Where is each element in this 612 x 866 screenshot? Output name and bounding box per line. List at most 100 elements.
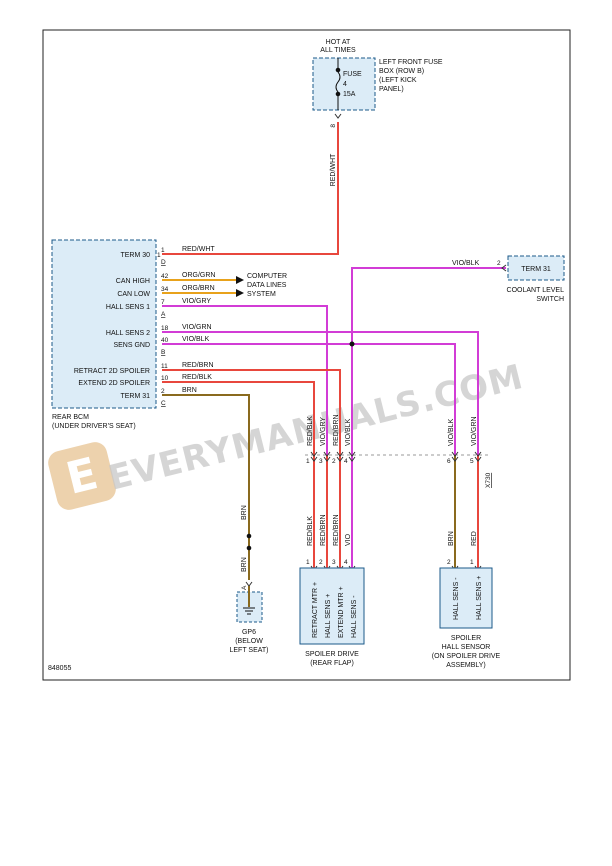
bcm-pin-labels: TERM 30 CAN HIGH CAN LOW HALL SENS 1 HAL…: [74, 252, 151, 400]
wire-label-org-grn: ORG/GRN: [182, 272, 215, 279]
drive-upper-wire-3: RED/BRN: [333, 414, 340, 446]
fuse-box-line4: PANEL): [379, 86, 404, 93]
drive-lower-wire-4: VIO: [345, 533, 352, 546]
wire-label-brn: BRN: [182, 387, 197, 394]
spoiler-drive-name-line2: (REAR FLAP): [310, 660, 354, 667]
inline-pin-1: 1: [306, 458, 310, 465]
power-pin: 8: [330, 124, 337, 128]
fuse-symbol: [335, 58, 341, 110]
ground-name-line1: GP6: [242, 629, 256, 636]
hall-terminal-labels: HALL SENS - HALL SENS +: [453, 576, 483, 620]
wire-label-red-wht: RED/WHT: [182, 246, 215, 253]
bcm-pin-hall-sens1: HALL SENS 1: [106, 304, 150, 311]
bcm-pin-extend: EXTEND 2D SPOILER: [78, 380, 150, 387]
splice-dot: [349, 341, 355, 347]
drive-pin-1: 1: [306, 559, 310, 566]
ground-dot-lower: [246, 545, 252, 551]
fuse-box: [312, 57, 376, 111]
ground-symbol: [243, 607, 255, 615]
computer-lines-line2: DATA LINES: [247, 282, 287, 289]
sensor-upper-wire-2: VIO/GRN: [471, 416, 478, 446]
ground-wire-upper: BRN: [241, 505, 248, 520]
drive-terminal-labels: RETRACT MTR + HALL SENS + EXTEND MTR + H…: [312, 582, 358, 638]
wire-label-org-brn: ORG/BRN: [182, 285, 215, 292]
bcm-pin-term31: TERM 31: [120, 393, 150, 400]
wire-red-wht: [162, 122, 339, 255]
bcm-pin-sens-gnd: SENS GND: [113, 342, 150, 349]
coolant-name-line2: SWITCH: [536, 296, 564, 303]
hall-sensor-name-line3: (ON SPOILER DRIVE: [432, 653, 501, 660]
coolant-switch-box: [507, 255, 565, 281]
bcm-num-1: 1: [161, 247, 165, 254]
wire-vio-blk: [162, 343, 456, 455]
bcm-num-34: 34: [161, 286, 169, 293]
bcm-pin-can-low: CAN LOW: [117, 291, 150, 298]
bcm-num-40: 40: [161, 337, 169, 344]
bcm-num-11: 11: [161, 363, 168, 370]
ground-wire-lower: BRN: [241, 557, 248, 572]
ground-name-line3: LEFT SEAT): [229, 647, 268, 654]
inline-pin-5: 5: [470, 458, 474, 465]
ground-name-line2: (BELOW: [235, 638, 263, 645]
bcm-wire-labels: RED/WHT ORG/GRN ORG/BRN VIO/GRY VIO/GRN …: [182, 246, 215, 394]
inline-pin-2: 2: [332, 458, 336, 465]
bcm-conn-d: D: [161, 259, 166, 266]
hall-sensor-name-line1: SPOILER: [451, 635, 481, 642]
wire-label-red-brn: RED/BRN: [182, 362, 214, 369]
fuse-label: FUSE: [343, 71, 362, 78]
hall-terminal-minus: HALL SENS -: [453, 577, 460, 620]
power-wire-label: RED/WHT: [330, 153, 337, 186]
drive-pin-3: 3: [332, 559, 336, 566]
bcm-name-line2: (UNDER DRIVER'S SEAT): [52, 423, 136, 430]
bcm-conn-c: C: [161, 400, 166, 407]
inline-pin-3: 3: [319, 458, 323, 465]
computer-lines-line1: COMPUTER: [247, 273, 287, 280]
fuse-box-line2: BOX (ROW B): [379, 68, 424, 75]
fuse-box-line3: (LEFT KICK: [379, 77, 417, 84]
bcm-num-2: 2: [161, 388, 165, 395]
drive-lower-wire-2: RED/BRN: [320, 514, 327, 546]
drive-pin-2: 2: [319, 559, 323, 566]
bcm-pin-can-high: CAN HIGH: [116, 278, 150, 285]
wire-red-blk-extend: [162, 381, 315, 570]
coolant-wire-label: VIO/BLK: [452, 260, 480, 267]
coolant-pin: 2: [497, 260, 501, 267]
bcm-num-42: 42: [161, 273, 169, 280]
inline-terminals: [245, 113, 507, 587]
drive-pin-numbers: 1 2 3 4: [306, 559, 348, 566]
fuse-number: 4: [343, 81, 347, 88]
fuse-amps: 15A: [343, 91, 356, 98]
wire-brn-ground: [162, 394, 250, 580]
hall-lower-wire-2: RED: [471, 531, 478, 546]
hall-sensor-name-line4: ASSEMBLY): [446, 662, 486, 669]
bcm-pin-term30: TERM 30: [120, 252, 150, 259]
fuse-box-line1: LEFT FRONT FUSE: [379, 59, 443, 66]
diagram-id: 848055: [48, 665, 71, 672]
inline-upper-wire-labels: RED/BLK VIO/GRY RED/BRN VIO/BLK VIO/BLK …: [307, 414, 478, 446]
computer-lines-line3: SYSTEM: [247, 291, 276, 298]
spoiler-drive-box: [299, 567, 365, 645]
page-frame: [42, 29, 571, 681]
inline-connector-id: X730: [485, 472, 492, 488]
hall-sensor-box: [439, 567, 493, 629]
bcm-pin-hall-sens2: HALL SENS 2: [106, 330, 150, 337]
hall-sensor-name-line2: HALL SENSOR: [442, 644, 491, 651]
bcm-num-10: 10: [161, 375, 169, 382]
bcm-name-line1: REAR BCM: [52, 414, 89, 421]
inline-pin-6: 6: [447, 458, 451, 465]
drive-upper-wire-1: RED/BLK: [307, 416, 314, 446]
drive-upper-wire-2: VIO/GRY: [320, 417, 327, 446]
bcm-num-7: 7: [161, 299, 165, 306]
inline-pin-numbers: 1 3 2 4 6 5: [306, 458, 474, 465]
drive-terminal-retract: RETRACT MTR +: [312, 582, 319, 638]
drive-upper-wire-4: VIO/BLK: [345, 418, 352, 446]
hall-lower-wire-1: BRN: [448, 531, 455, 546]
drive-lower-wire-1: RED/BLK: [307, 516, 314, 546]
coolant-term31: TERM 31: [521, 266, 551, 273]
bcm-conn-b: B: [161, 349, 165, 356]
coolant-name-line1: COOLANT LEVEL: [507, 287, 565, 294]
watermark-logo: E: [48, 442, 116, 510]
hall-terminal-plus: HALL SENS +: [476, 576, 483, 620]
sensor-upper-wire-1: VIO/BLK: [448, 418, 455, 446]
hot-at-label: HOT AT: [326, 39, 351, 46]
